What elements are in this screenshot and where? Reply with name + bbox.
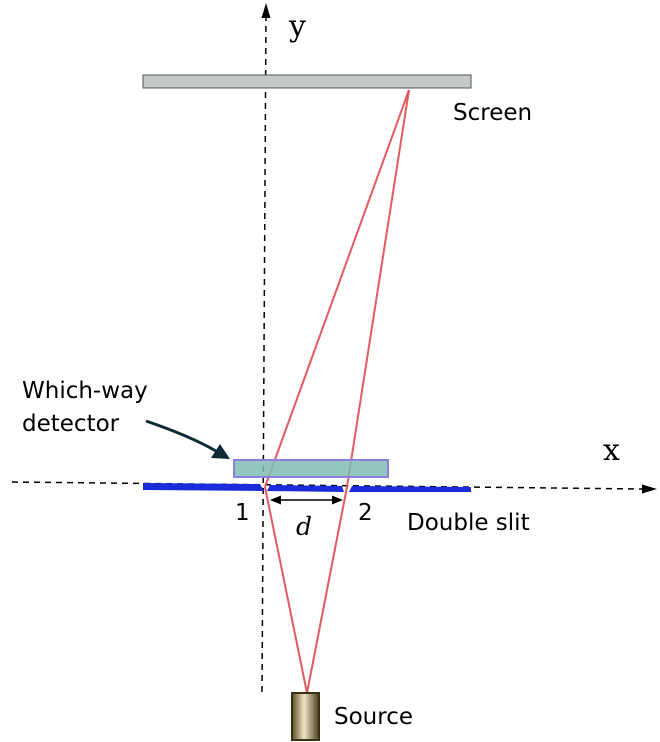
separation-arrowhead-left <box>270 495 281 505</box>
light-rays <box>264 89 410 694</box>
separation-label: d <box>296 512 312 541</box>
screen-label: Screen <box>453 100 532 126</box>
detector-pointer-arrow <box>145 419 230 459</box>
detector-label-line2: detector <box>22 411 120 437</box>
y-axis-line <box>261 13 267 693</box>
x-axis-label: x <box>603 433 620 468</box>
double-slit-label: Double slit <box>407 510 530 536</box>
slit-plate-left <box>143 483 264 491</box>
separation-arrowhead-right <box>332 495 343 505</box>
source-label: Source <box>334 704 413 730</box>
x-axis-arrowhead <box>642 484 657 494</box>
ray-source-to-slit2 <box>306 486 348 694</box>
double-slit-barrier <box>143 483 471 492</box>
y-axis-label: y <box>288 9 306 44</box>
screen-bar <box>142 74 472 89</box>
slit-plate-middle <box>267 485 344 492</box>
ray-source-to-slit1 <box>264 486 308 694</box>
which-way-detector <box>233 459 389 478</box>
ray-slit2-to-screen <box>346 89 410 488</box>
slit-2-label: 2 <box>358 500 373 526</box>
slit-1-label: 1 <box>235 500 250 526</box>
slit-plate-right <box>349 486 471 492</box>
light-source <box>291 692 320 741</box>
ray-slit1-to-screen <box>264 89 410 488</box>
y-axis-arrowhead <box>261 3 271 18</box>
detector-label-line1: Which-way <box>22 378 148 404</box>
